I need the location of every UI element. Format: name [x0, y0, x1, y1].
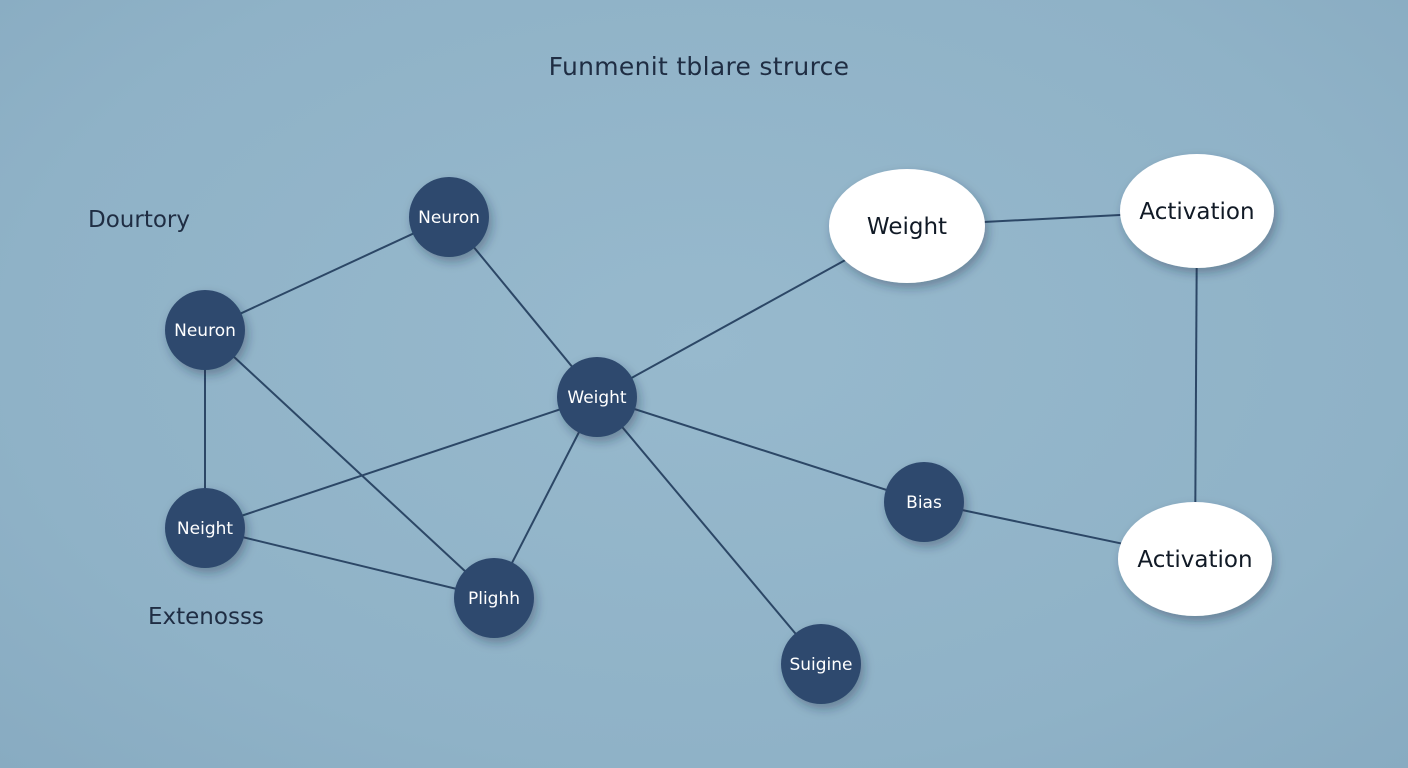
node-suigine: Suigine	[781, 624, 861, 704]
node-shape-neuron-left	[165, 290, 245, 370]
node-shape-suigine	[781, 624, 861, 704]
node-shape-neight	[165, 488, 245, 568]
node-label-bias: Bias	[906, 493, 942, 513]
edge-neight-weight-center	[204, 396, 598, 529]
edge-neuron-left-plighh	[204, 329, 495, 599]
node-label-activation-top: Activation	[1139, 199, 1254, 225]
edge-activation-top-activation-bottom	[1194, 210, 1198, 560]
node-activation-top: Activation	[1120, 154, 1274, 268]
node-shape-activation-bottom	[1118, 502, 1272, 616]
node-label-activation-bottom: Activation	[1137, 547, 1252, 573]
node-activation-bottom: Activation	[1118, 502, 1272, 616]
edge-weight-center-suigine	[596, 396, 822, 665]
node-label-neuron-left: Neuron	[174, 321, 236, 341]
node-bias: Bias	[884, 462, 964, 542]
diagram-title: Funmenit tblare strurce	[548, 52, 850, 81]
node-neuron-left: Neuron	[165, 290, 245, 370]
node-shape-weight-center	[557, 357, 637, 437]
node-shape-neuron-top	[409, 177, 489, 257]
edges-layer	[204, 210, 1198, 665]
node-label-plighh: Plighh	[468, 589, 520, 609]
edge-neight-plighh	[204, 527, 495, 599]
node-neight: Neight	[165, 488, 245, 568]
side-label-dourtory: Dourtory	[88, 207, 190, 233]
edge-neuron-top-neuron-left	[204, 216, 450, 331]
node-label-neuron-top: Neuron	[418, 208, 480, 228]
node-shape-plighh	[454, 558, 534, 638]
nodes-layer: NeuronNeuronNeightPlighhWeightSuigineBia…	[165, 154, 1274, 704]
node-label-neight: Neight	[177, 519, 233, 539]
node-shape-activation-top	[1120, 154, 1274, 268]
node-weight-center: Weight	[557, 357, 637, 437]
node-label-weight-center: Weight	[567, 388, 627, 408]
node-shape-weight-oval	[829, 169, 985, 283]
side-label-extenosss: Extenosss	[148, 604, 264, 630]
node-weight-oval: Weight	[829, 169, 985, 283]
node-shape-bias	[884, 462, 964, 542]
node-plighh: Plighh	[454, 558, 534, 638]
node-label-suigine: Suigine	[789, 655, 852, 675]
node-neuron-top: Neuron	[409, 177, 489, 257]
edge-weight-center-bias	[596, 396, 925, 503]
node-label-weight-oval: Weight	[867, 214, 947, 240]
